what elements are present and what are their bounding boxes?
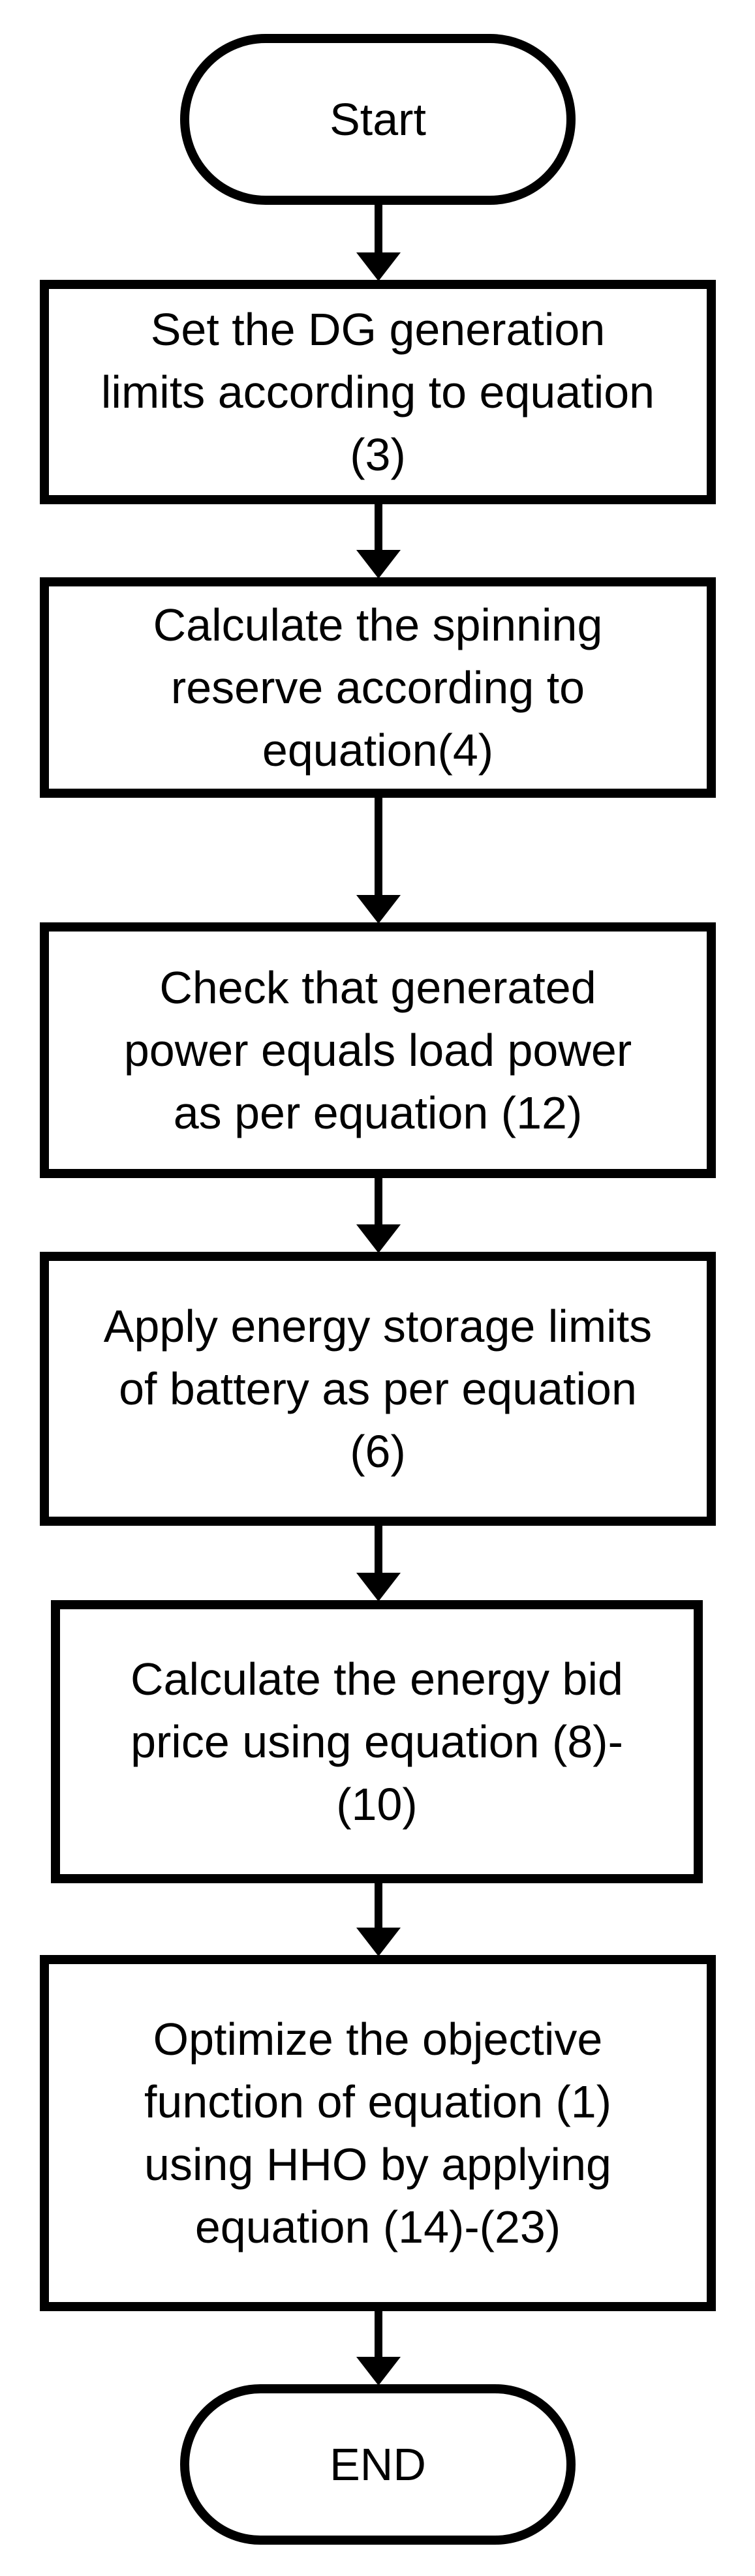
node-label-line: END — [330, 2439, 426, 2490]
terminal-shape — [180, 34, 576, 205]
connector-arrow — [356, 205, 401, 281]
arrowhead — [356, 2357, 401, 2386]
node-label-line: function of equation (1) — [144, 2076, 611, 2127]
node-label-line: price using equation (8)- — [131, 1716, 623, 1767]
node-label-line: (6) — [350, 1426, 406, 1477]
node-label-line: Optimize the objective — [153, 2014, 603, 2065]
end-terminal: END — [180, 2384, 576, 2545]
process-box-4: Apply energy storage limits of battery as… — [40, 1252, 716, 1526]
arrowhead — [356, 1573, 401, 1601]
node-label-line: Calculate the spinning — [153, 599, 603, 650]
arrowhead — [356, 1928, 401, 1956]
node-label-line: Start — [330, 94, 426, 145]
process-shape — [51, 1600, 703, 1883]
node-label-line: Set the DG generation — [151, 304, 606, 355]
arrowhead — [356, 1224, 401, 1253]
process-box-5: Calculate the energy bid price using equa… — [51, 1600, 703, 1883]
node-label-line: power equals load power — [124, 1025, 632, 1076]
node-label-line: Calculate the energy bid — [131, 1654, 623, 1705]
connector-arrow — [356, 1178, 401, 1253]
connector-arrow — [356, 1883, 401, 1956]
process-box-2: Calculate the spinning reserve according … — [40, 577, 716, 798]
connector-arrow — [356, 2311, 401, 2386]
terminal-shape — [180, 2384, 576, 2545]
node-label-line: Apply energy storage limits — [104, 1301, 652, 1352]
process-box-6: Optimize the objective function of equati… — [40, 1955, 716, 2311]
process-shape — [40, 1955, 716, 2311]
process-box-1: Set the DG generation limits according to… — [40, 280, 716, 504]
process-shape — [40, 1252, 716, 1526]
start-terminal: Start — [180, 34, 576, 205]
node-label-line: reserve according to — [171, 662, 585, 713]
node-label-line: equation (14)-(23) — [195, 2202, 561, 2252]
node-label-line: (3) — [350, 429, 406, 480]
process-shape — [40, 577, 716, 798]
process-box-3: Check that generated power equals load po… — [40, 922, 716, 1178]
connector-arrow — [356, 1526, 401, 1601]
node-label-line: limits according to equation — [101, 367, 655, 417]
arrowhead — [356, 550, 401, 579]
node-label-line: Check that generated — [159, 962, 596, 1013]
node-label-line: equation(4) — [262, 725, 493, 776]
arrowhead — [356, 895, 401, 924]
connector-arrow — [356, 504, 401, 579]
node-label-line: as per equation (12) — [174, 1087, 583, 1138]
arrowhead — [356, 252, 401, 281]
node-label-line: using HHO by applying — [144, 2139, 611, 2190]
node-label-line: of battery as per equation — [119, 1363, 637, 1414]
process-shape — [40, 280, 716, 504]
process-shape — [40, 922, 716, 1178]
connector-arrow — [356, 798, 401, 924]
node-label-line: (10) — [336, 1779, 417, 1830]
